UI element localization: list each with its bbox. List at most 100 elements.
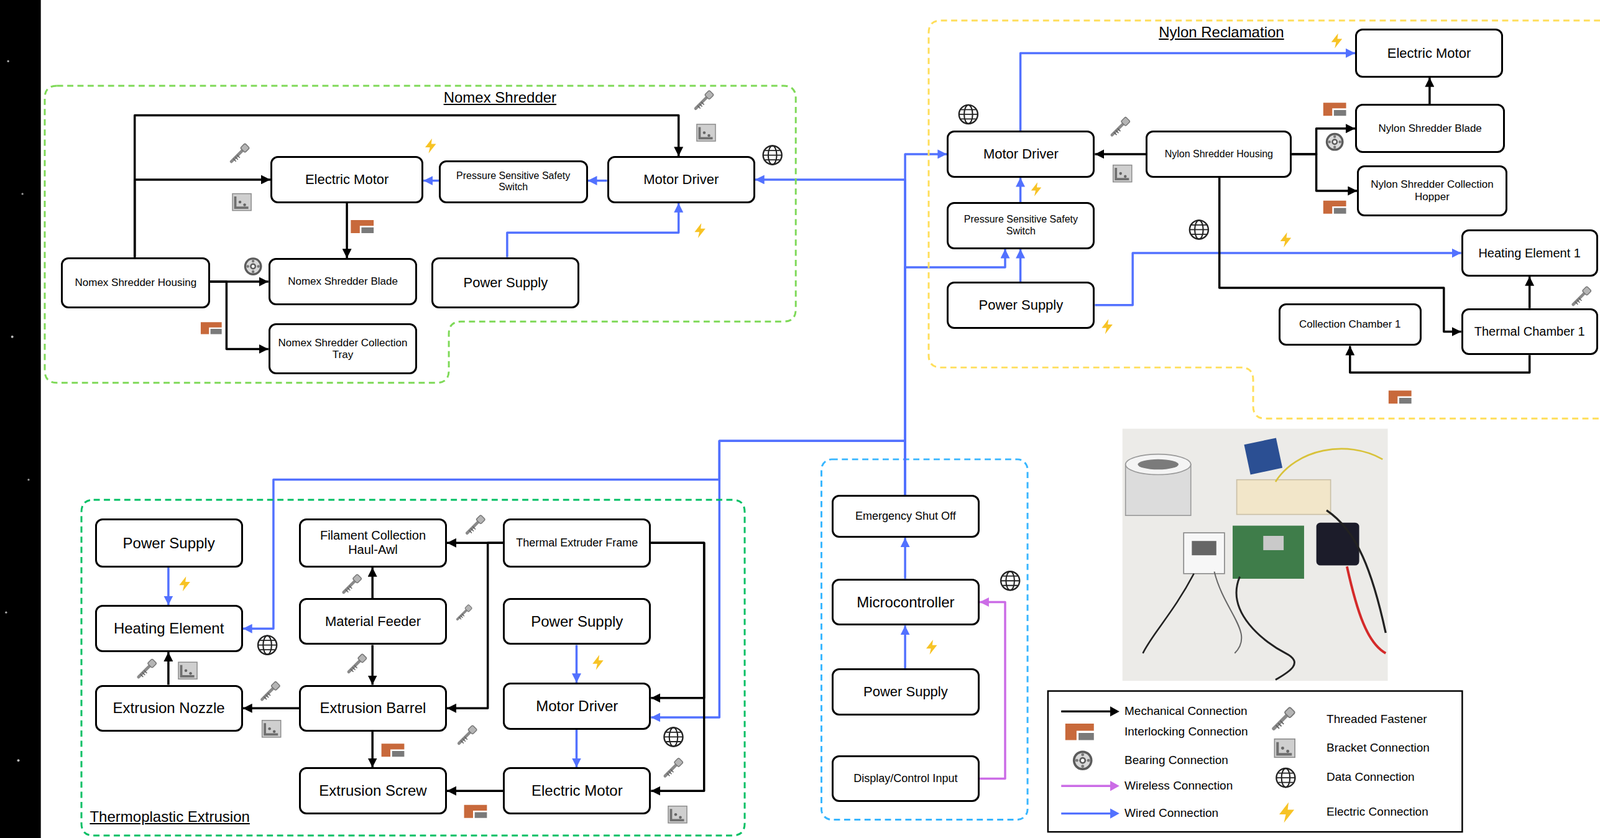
box-label: Collection Chamber 1 xyxy=(1294,318,1406,331)
threaded-fastener-icon xyxy=(458,724,477,743)
connector xyxy=(575,645,579,684)
box-label: Microcontroller xyxy=(851,593,960,612)
group-region: Nylon ReclamationElectric MotorMotor Dri… xyxy=(928,20,1600,419)
wire xyxy=(1143,573,1195,654)
breadboard xyxy=(1236,479,1331,515)
dashed-border xyxy=(928,20,1600,419)
legend-arrowhead xyxy=(1110,780,1120,791)
bracket-icon xyxy=(696,124,716,142)
box-label: Electric Motor xyxy=(300,171,394,188)
process-box: Pressure Sensitive Safety Switch xyxy=(438,160,589,204)
box-label: Nylon Shredder Housing xyxy=(1159,148,1279,160)
interlock-icon xyxy=(200,321,222,334)
blue-board xyxy=(1243,437,1283,475)
connector xyxy=(371,567,374,598)
box-label: Pressure Sensitive Safety Switch xyxy=(948,213,1093,237)
interlock-icon xyxy=(381,743,405,757)
group-heading: Nomex Shredder xyxy=(443,88,557,107)
data-icon xyxy=(763,146,782,165)
connector xyxy=(588,179,608,183)
connector xyxy=(1094,252,1461,306)
threaded-fastener-icon xyxy=(466,514,485,533)
box-label: Power Supply xyxy=(118,534,221,552)
control-group-border xyxy=(821,459,1028,820)
process-box: Heating Element xyxy=(95,604,244,653)
group-heading: Nylon Reclamation xyxy=(1158,23,1284,42)
box-label: Filament Collection Haul-Awl xyxy=(300,528,446,557)
legend-label: Interlocking Connection xyxy=(1124,724,1249,740)
legend-line-sample xyxy=(1061,710,1111,713)
box-label: Motor Driver xyxy=(530,697,623,715)
box-label: Motor Driver xyxy=(638,171,724,188)
electric-icon xyxy=(592,655,604,671)
motor-driver-board xyxy=(1316,522,1360,566)
data-icon xyxy=(959,105,978,124)
process-box: Motor Driver xyxy=(502,682,651,730)
connector xyxy=(1528,276,1532,309)
legend-line-sample xyxy=(1061,812,1111,815)
box-label: Material Feeder xyxy=(320,613,426,630)
legend-label: Bracket Connection xyxy=(1326,740,1430,756)
connector xyxy=(446,789,503,792)
electric-icon xyxy=(694,223,706,239)
legend-label: Electric Connection xyxy=(1326,804,1429,820)
threaded-fastener-icon xyxy=(343,573,362,592)
connector xyxy=(650,542,704,791)
connector xyxy=(243,707,299,710)
legend-line-sample xyxy=(1061,785,1111,787)
connector xyxy=(905,154,947,495)
connector xyxy=(1020,52,1356,131)
threaded-fastener-icon xyxy=(457,604,473,620)
process-box: Display/Control Input xyxy=(831,755,980,803)
connector xyxy=(755,179,906,495)
electric-icon xyxy=(1280,232,1292,248)
legend-interlock-sample xyxy=(1065,723,1095,740)
star-dot xyxy=(4,611,7,613)
process-box: Electric Motor xyxy=(270,156,424,204)
process-box: Material Feeder xyxy=(298,597,447,646)
connector xyxy=(979,602,1006,779)
interlock-icon xyxy=(1388,390,1412,404)
wire xyxy=(1326,510,1386,633)
threaded-fastener-icon xyxy=(695,90,714,109)
box-label: Nylon Shredder Blade xyxy=(1373,122,1487,135)
box-label: Thermal Chamber 1 xyxy=(1469,324,1591,339)
star-dot xyxy=(17,758,20,762)
relay-terminal xyxy=(1191,540,1216,556)
connector xyxy=(575,729,579,768)
wire xyxy=(1236,576,1295,681)
box-label: Heating Element xyxy=(108,619,229,638)
group-heading: Thermoplastic Extrusion xyxy=(89,808,250,827)
box-label: Display/Control Input xyxy=(848,772,963,786)
legend-bracket-sample xyxy=(1274,739,1295,758)
threaded-fastener-icon xyxy=(665,757,684,776)
process-box: Power Supply xyxy=(431,257,580,309)
legend-bearing-sample xyxy=(1072,750,1093,771)
process-box: Heating Element 1 xyxy=(1461,229,1599,277)
cylinder-opening xyxy=(1137,459,1179,470)
box-label: Power Supply xyxy=(974,297,1069,313)
electric-icon xyxy=(1331,33,1343,49)
box-label: Extrusion Screw xyxy=(313,781,432,800)
connector xyxy=(1291,128,1356,155)
legend-label: Data Connection xyxy=(1326,770,1415,785)
process-box: Nylon Shredder Collection Hopper xyxy=(1356,165,1507,217)
legend-fastener-sample xyxy=(1273,706,1296,729)
data-icon xyxy=(1000,571,1020,590)
connector xyxy=(371,645,374,686)
star-dot xyxy=(27,478,30,481)
box-label: Electric Motor xyxy=(1382,45,1476,61)
process-box: Motor Driver xyxy=(946,130,1095,178)
prototype-photo xyxy=(1122,428,1389,682)
box-label: Extrusion Nozzle xyxy=(108,699,230,717)
dashed-border xyxy=(81,499,745,836)
star-dot xyxy=(21,192,23,195)
connector xyxy=(167,652,170,686)
data-icon xyxy=(663,727,683,746)
connector xyxy=(345,203,349,259)
box-label: Nomex Shredder Collection Tray xyxy=(270,336,416,362)
connector xyxy=(134,179,271,258)
group-outline xyxy=(44,85,796,383)
process-box: Extrusion Nozzle xyxy=(95,685,244,733)
